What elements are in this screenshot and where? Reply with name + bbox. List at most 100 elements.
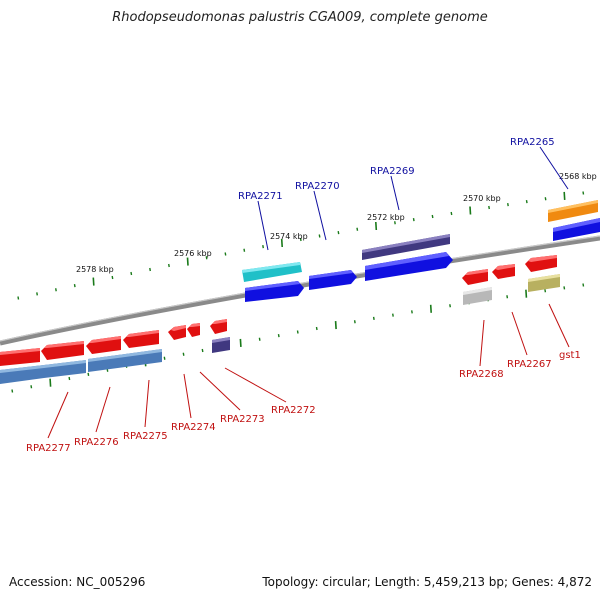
gene-rpa2275-b[interactable] xyxy=(123,330,159,348)
minor-tick xyxy=(262,244,264,249)
gene-rpa2265-blue[interactable] xyxy=(553,218,600,241)
minor-tick xyxy=(315,326,318,331)
minor-tick xyxy=(582,191,585,195)
scale-label: 2578 kbp xyxy=(76,265,114,274)
major-tick xyxy=(429,304,432,313)
minor-tick xyxy=(544,289,547,293)
minor-tick xyxy=(372,316,375,321)
accession-text: Accession: NC_005296 xyxy=(9,575,146,589)
scale-label: 2572 kbp xyxy=(367,213,405,222)
minor-tick xyxy=(68,376,71,381)
gene-rpa2273[interactable] xyxy=(187,323,200,337)
minor-tick xyxy=(17,296,20,300)
major-tick xyxy=(186,257,189,266)
gene-label[interactable]: RPA2274 xyxy=(171,422,216,433)
minor-tick xyxy=(111,275,114,280)
minor-tick xyxy=(243,248,246,252)
major-tick xyxy=(334,321,337,330)
minor-tick xyxy=(201,348,204,353)
gene-label[interactable]: RPA2270 xyxy=(295,181,340,192)
minor-tick xyxy=(525,199,528,204)
minor-tick xyxy=(87,372,90,377)
gene-rpa2271-blue[interactable] xyxy=(245,281,304,302)
minor-tick xyxy=(11,389,14,393)
gene-label[interactable]: RPA2265 xyxy=(510,137,555,148)
major-tick xyxy=(92,277,95,286)
gene-rpa2274[interactable] xyxy=(168,325,186,340)
minor-tick xyxy=(411,310,413,314)
minor-tick xyxy=(318,234,321,238)
scale-label: 2568 kbp xyxy=(559,172,597,181)
minor-tick xyxy=(130,271,133,276)
gene-label[interactable]: RPA2272 xyxy=(271,405,316,416)
minor-tick xyxy=(296,330,299,334)
gene-gst1[interactable] xyxy=(525,255,557,272)
leader-lines-bottom xyxy=(47,303,570,439)
leader-lines-top xyxy=(257,146,569,251)
major-tick xyxy=(49,378,52,387)
gene-rpa2269-blue[interactable] xyxy=(365,252,453,281)
major-tick xyxy=(375,221,378,231)
gene-rpa2271[interactable] xyxy=(242,262,302,282)
gene-rpa2276[interactable] xyxy=(41,341,84,360)
gene-rpa2277-lower[interactable] xyxy=(0,365,44,384)
gene-label[interactable]: RPA2268 xyxy=(459,369,504,380)
genome-title: Rhodopseudomonas palustris CGA009, compl… xyxy=(112,10,488,25)
gene-rpa2267[interactable] xyxy=(492,264,515,279)
scale-label: 2576 kbp xyxy=(174,249,212,258)
minor-tick xyxy=(563,286,566,290)
minor-tick xyxy=(394,221,396,225)
minor-tick xyxy=(356,227,359,231)
minor-tick xyxy=(30,385,33,389)
minor-tick xyxy=(168,263,170,268)
gene-rpa2269[interactable] xyxy=(362,234,450,260)
minor-tick xyxy=(55,288,57,292)
major-tick xyxy=(239,338,242,347)
minor-tick xyxy=(582,283,585,287)
minor-tick xyxy=(431,214,434,219)
major-tick xyxy=(563,191,566,200)
minor-tick xyxy=(544,197,547,201)
gene-label[interactable]: RPA2275 xyxy=(123,431,168,442)
minor-tick xyxy=(449,304,451,308)
gene-label[interactable]: RPA2267 xyxy=(507,359,552,370)
gene-rpa2265[interactable] xyxy=(548,200,598,222)
minor-tick xyxy=(149,267,151,272)
minor-tick xyxy=(299,237,302,242)
gene-label[interactable]: RPA2269 xyxy=(370,166,415,177)
minor-tick xyxy=(506,295,509,299)
minor-tick xyxy=(182,352,185,356)
minor-tick xyxy=(392,313,394,317)
minor-tick xyxy=(36,292,38,296)
gene-rpa2275-lower[interactable] xyxy=(88,349,162,372)
minor-tick xyxy=(277,333,280,338)
gene-label[interactable]: RPA2277 xyxy=(26,443,71,454)
major-tick xyxy=(280,238,283,248)
gene-label[interactable]: RPA2271 xyxy=(238,191,283,202)
gene-rpa2272[interactable] xyxy=(210,319,227,334)
gene-rpa2277[interactable] xyxy=(0,348,40,366)
minor-tick xyxy=(258,337,261,341)
gene-label[interactable]: RPA2273 xyxy=(220,414,265,425)
minor-tick xyxy=(205,256,208,260)
minor-tick xyxy=(488,205,490,210)
minor-tick xyxy=(163,356,166,360)
gene-label[interactable]: RPA2276 xyxy=(74,437,119,448)
major-tick xyxy=(469,206,472,215)
outer-tick-row xyxy=(17,191,585,300)
minor-tick xyxy=(337,230,340,235)
minor-tick xyxy=(73,283,76,288)
gene-rpa2276-lower[interactable] xyxy=(44,360,86,378)
gene-gst1-olive[interactable] xyxy=(528,274,560,292)
gene-label[interactable]: gst1 xyxy=(559,350,581,361)
minor-tick xyxy=(412,217,415,222)
gene-rpa2272-navy[interactable] xyxy=(212,337,230,353)
scale-label: 2574 kbp xyxy=(270,232,308,241)
major-tick xyxy=(525,289,528,298)
gene-rpa2268-gray[interactable] xyxy=(463,287,492,305)
minor-tick xyxy=(507,202,509,207)
gene-rpa2268[interactable] xyxy=(462,269,488,285)
gene-rpa2275[interactable] xyxy=(86,336,121,354)
gene-rpa2270[interactable] xyxy=(309,270,357,290)
